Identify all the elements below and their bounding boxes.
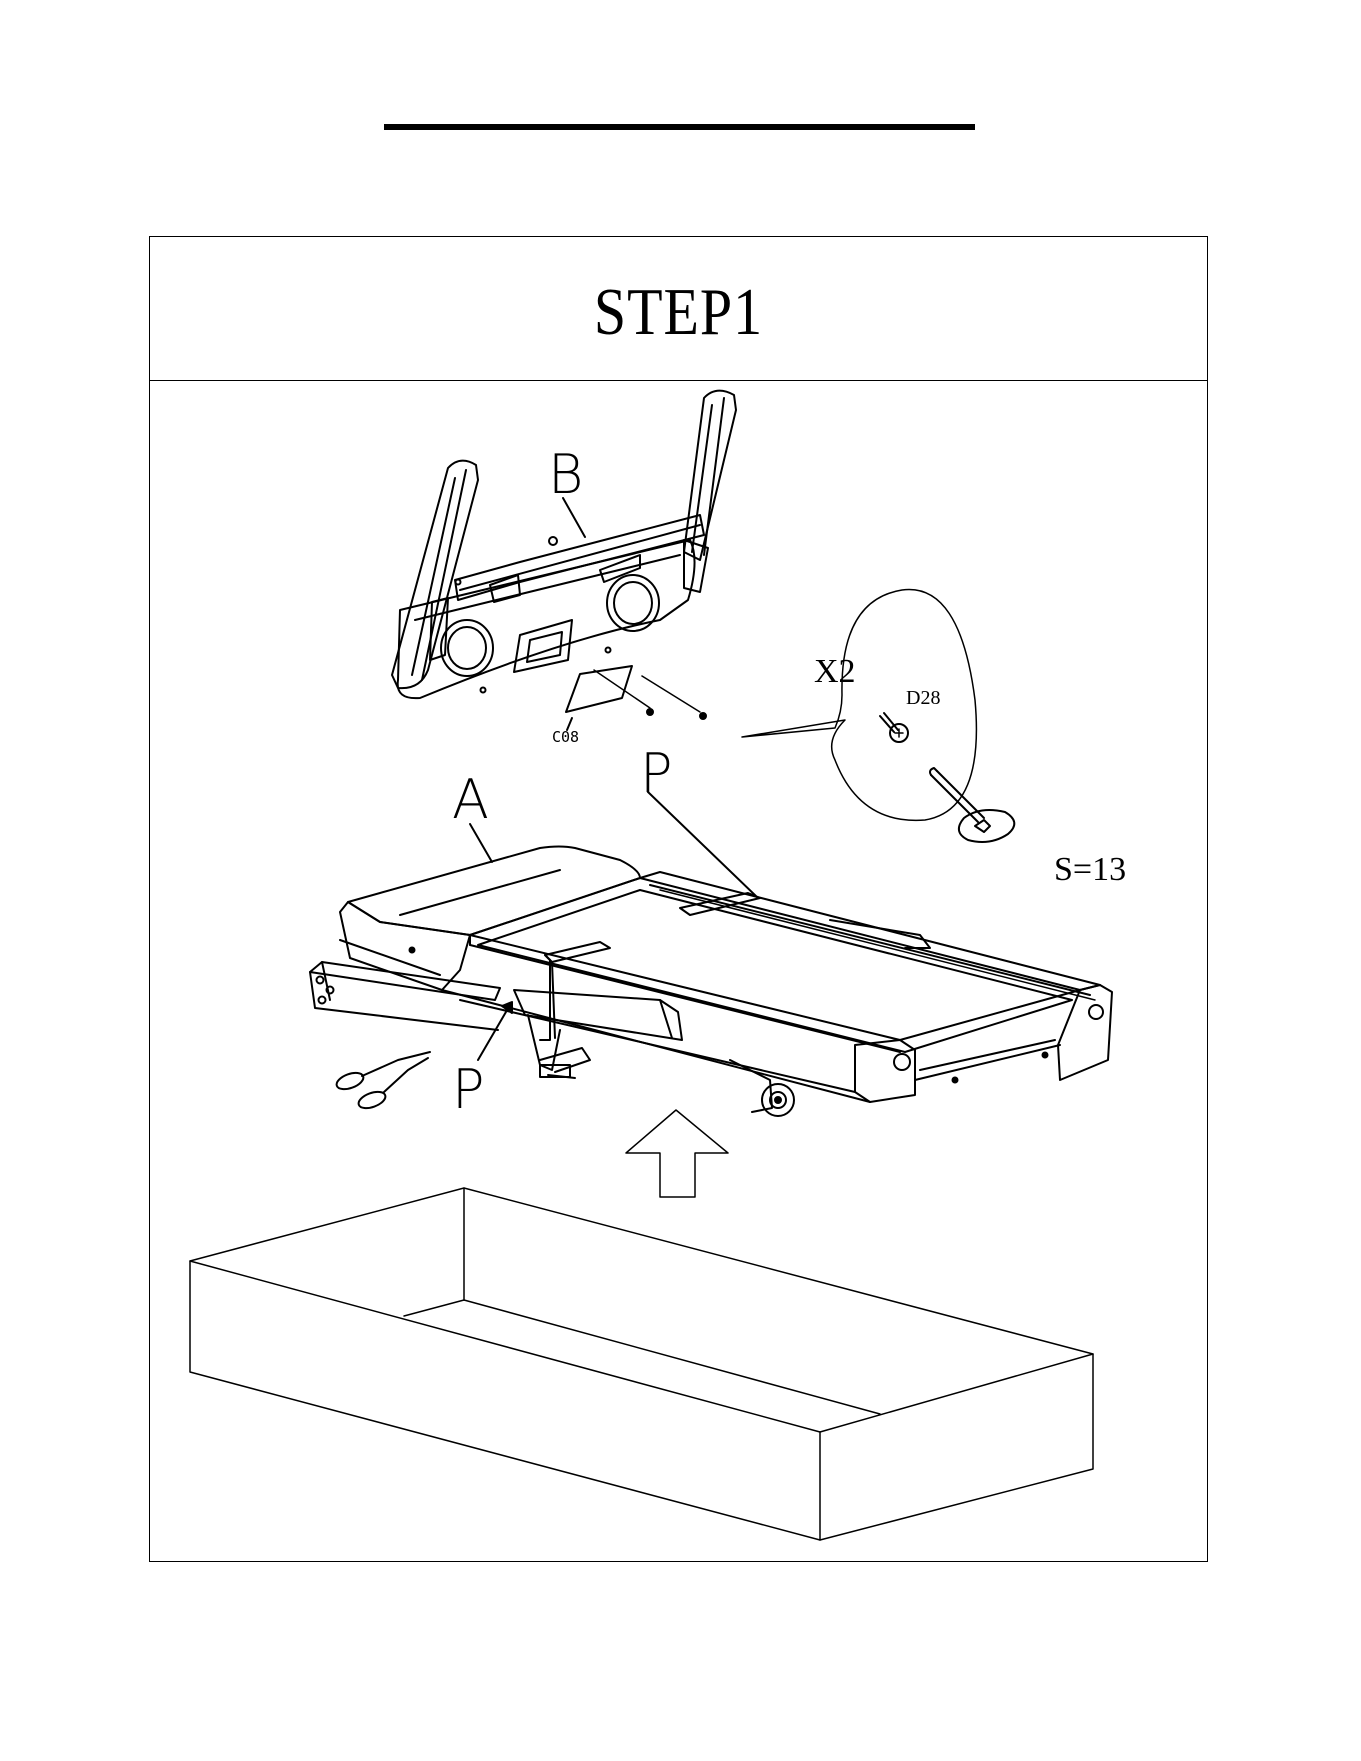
wrench-icon: [930, 768, 1014, 842]
label-screw-d28: D28: [906, 687, 940, 709]
packing-strap: [540, 893, 760, 1040]
folded-upright-tubes: [310, 962, 682, 1078]
label-quantity: X2: [814, 653, 856, 690]
scissors-icon: [334, 1052, 430, 1111]
label-cover-c08: C08: [552, 728, 579, 746]
packing-box: [190, 1188, 1093, 1540]
label-wrench-size: S=13: [1054, 851, 1126, 888]
upright-frame-b: [392, 391, 736, 699]
screw-icon: [880, 713, 908, 742]
label-base-a: A: [452, 768, 489, 831]
up-arrow-icon: [626, 1110, 728, 1197]
label-frame-b: B: [548, 443, 583, 506]
label-strap-upper: P: [640, 742, 673, 805]
label-strap-lower: P: [452, 1058, 485, 1121]
